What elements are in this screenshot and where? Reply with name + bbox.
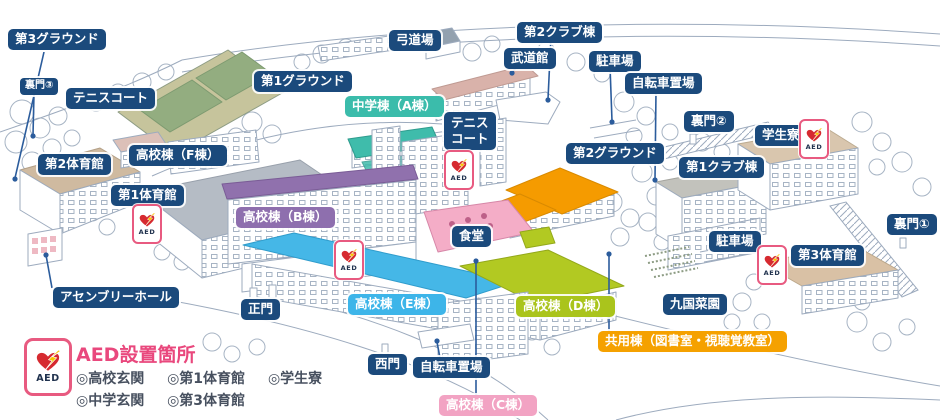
heart-bolt-icon — [764, 253, 781, 268]
label-seimon: 正門 — [241, 299, 281, 321]
aed-icon-label: AED — [340, 263, 358, 272]
legend-title: AED設置箇所 — [76, 344, 196, 366]
label-budokan: 武道館 — [504, 48, 556, 70]
label-club1: 第1クラブ棟 — [679, 157, 765, 179]
label-ground2: 第2グラウンド — [566, 143, 664, 165]
label-gym2: 第2体育館 — [38, 154, 111, 176]
aed-icon-dorm: AED — [799, 119, 829, 159]
label-parking-north: 駐車場 — [589, 51, 641, 73]
aed-legend-icon: AED — [24, 338, 72, 396]
label-uramon1: 裏門① — [887, 214, 937, 236]
label-dorm: 学生寮 — [755, 125, 807, 147]
aed-icon-koko-genkan: AED — [444, 150, 474, 190]
label-tennis-court-mid: テニス コート — [444, 112, 496, 151]
heart-bolt-icon — [139, 212, 156, 227]
label-ground1: 第1グラウンド — [254, 71, 352, 93]
aed-icon-label: AED — [763, 268, 781, 277]
label-uramon2: 裏門② — [684, 111, 734, 133]
label-ground3: 第3グラウンド — [8, 29, 106, 51]
label-parking-east: 駐車場 — [709, 231, 761, 253]
label-uramon3: 裏門③ — [20, 78, 59, 95]
heart-bolt-icon — [806, 127, 823, 142]
aed-icon-label: AED — [805, 142, 823, 151]
legend-row-1: ◎高校玄関 ◎第1体育館 ◎学生寮 — [76, 368, 340, 388]
heart-bolt-icon — [341, 248, 358, 263]
legend-item-koko-genkan: ◎高校玄関 — [76, 371, 145, 387]
label-koko-b: 高校棟（B棟） — [236, 207, 335, 229]
legend-item-gym3: ◎第3体育館 — [167, 393, 246, 409]
label-shokudo: 食堂 — [452, 226, 492, 248]
label-club2: 第2クラブ棟 — [517, 22, 603, 44]
label-bicycle-north: 自転車置場 — [625, 73, 702, 95]
aed-icon-label: AED — [36, 373, 60, 385]
label-kyudojo: 弓道場 — [389, 30, 441, 52]
aed-icon-gym3: AED — [757, 245, 787, 285]
aed-icon-label: AED — [138, 227, 156, 236]
legend-item-dorm: ◎学生寮 — [267, 371, 323, 387]
label-tennis-court-nw: テニスコート — [66, 88, 156, 110]
legend-row-2: ◎中学玄関 ◎第3体育館 — [76, 390, 263, 410]
heart-bolt-icon — [451, 158, 468, 173]
label-koko-f: 高校棟（F棟） — [129, 145, 227, 167]
heart-bolt-icon — [36, 350, 62, 371]
legend-item-gym1: ◎第1体育館 — [167, 371, 246, 387]
label-kyoyo: 共用棟（図書室・視聴覚教室） — [598, 331, 788, 353]
label-gym1: 第1体育館 — [111, 185, 184, 207]
label-nishimon: 西門 — [368, 354, 408, 376]
legend-item-chugaku-genkan: ◎中学玄関 — [76, 393, 145, 409]
aed-icon-gym1: AED — [132, 204, 162, 244]
label-bicycle-south: 自転車置場 — [413, 357, 490, 379]
label-koko-e: 高校棟（E棟） — [348, 294, 446, 316]
label-koko-d: 高校棟（D棟） — [516, 296, 616, 318]
label-koko-c: 高校棟（C棟） — [439, 395, 538, 417]
label-gym3: 第3体育館 — [791, 245, 864, 267]
label-assembly-hall: アセンブリーホール — [53, 287, 179, 309]
aed-icon-ewing: AED — [334, 240, 364, 280]
label-saien: 九国菜園 — [663, 294, 728, 316]
aed-icon-label: AED — [450, 173, 468, 182]
label-chugaku-a: 中学棟（A棟） — [345, 96, 444, 118]
